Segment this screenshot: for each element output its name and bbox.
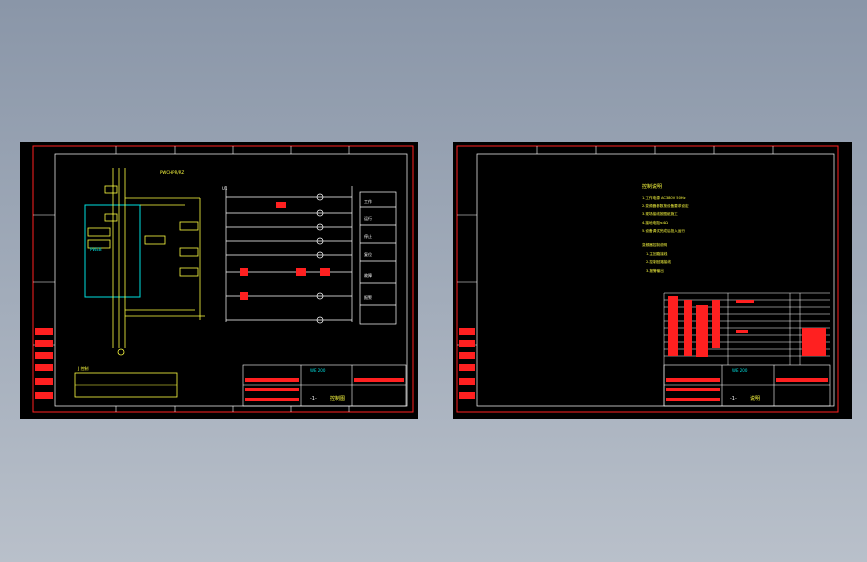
note-line: 2.变频器参数按设备要求设定	[642, 203, 689, 208]
right-title-sheet: -1-	[730, 396, 737, 402]
note-sub: 3.报警输出	[646, 268, 664, 273]
left-title-subtitle: 控制图	[330, 395, 345, 402]
note-line: 4.接地电阻≤4Ω	[642, 220, 668, 225]
right-drawing-sheet[interactable]: 控制说明 1.工作电源 AC380V 50Hz 2.变频器参数按设备要求设定 3…	[453, 142, 852, 419]
left-table-title: J 控制	[77, 365, 88, 371]
stack-label: 复位	[364, 251, 372, 257]
note-sub: 1.主回路接线	[646, 251, 668, 256]
notes-title: 控制说明	[642, 183, 662, 190]
left-vfd-label: PWEB	[90, 247, 102, 252]
note-line: 5.设备调试完成后投入运行	[642, 228, 685, 233]
stack-label: 停止	[364, 233, 372, 239]
note-line: 1.工作电源 AC380V 50Hz	[642, 195, 686, 200]
stack-label: 报警	[364, 294, 372, 300]
note-line: 3.现场接线按图纸施工	[642, 211, 678, 216]
stack-label: 工作	[364, 198, 372, 204]
left-drawing-sheet[interactable]: PWCHPR/RZ U1 PWEB J 控制 WE 200 -1- 控制图 工作…	[20, 142, 418, 419]
right-title-name: WE 200	[732, 368, 748, 373]
left-top-label: PWCHPR/RZ	[160, 170, 184, 175]
left-title-sheet: -1-	[310, 396, 317, 402]
right-title-subtitle: 说明	[750, 395, 760, 402]
left-title-name: WE 200	[310, 368, 326, 373]
left-relay-label: U1	[222, 186, 228, 191]
stack-label: 故障	[364, 272, 372, 278]
stack-label: 运行	[364, 215, 372, 221]
note-sub: 2.控制回路接线	[646, 259, 671, 264]
note-sub: 变频器控制说明	[642, 242, 668, 247]
